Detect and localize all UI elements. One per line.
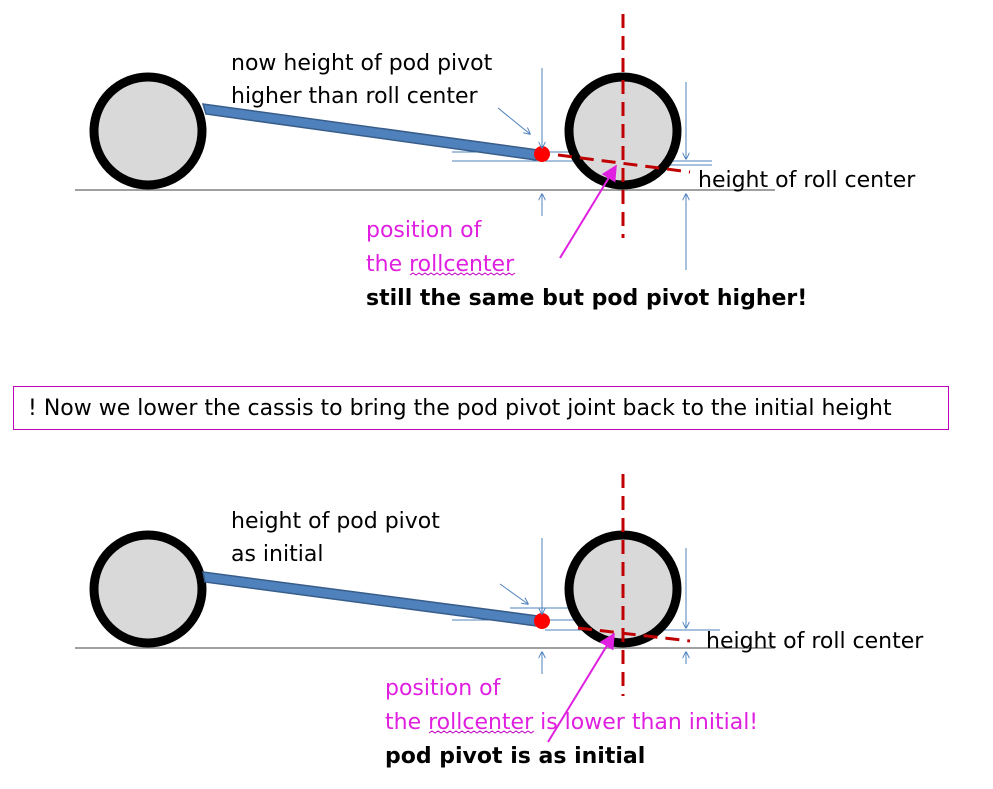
top-roll-dashed-line — [557, 153, 691, 174]
bottom-diagram: height of pod pivot as initial height of… — [75, 474, 924, 769]
top-diagram: now height of pod pivot higher than roll… — [75, 14, 916, 311]
top-position-label-line1: position of — [366, 218, 483, 243]
top-spellcheck-underline — [409, 272, 516, 276]
note-text: ! Now we lower the cassis to bring the p… — [28, 396, 892, 421]
bottom-spellcheck-underline — [428, 730, 535, 734]
bottom-pod-rod — [202, 571, 539, 627]
bottom-rollcenter-arrow — [547, 632, 615, 743]
bottom-pivot-label-line2: as initial — [231, 542, 323, 567]
top-left-wheel — [89, 72, 207, 190]
top-position-label-line2: the rollcenter — [366, 252, 515, 277]
top-pivot-label-line1: now height of pod pivot — [231, 51, 493, 76]
bottom-pivot-label-line1: height of pod pivot — [231, 509, 440, 534]
bottom-left-wheel — [89, 530, 207, 648]
bottom-position-label-line2: the rollcenter is lower than initial! — [385, 710, 758, 735]
bottom-roll-height-label: height of roll center — [706, 629, 924, 654]
bottom-bold-caption: pod pivot is as initial — [385, 744, 645, 769]
top-label-pointer-arrow — [497, 107, 530, 134]
bottom-pod-pivot-dot — [534, 613, 550, 629]
bottom-position-label-line2-part2: is lower than initial! — [533, 710, 758, 735]
top-pod-pivot-dot — [534, 146, 550, 162]
note-box: ! Now we lower the cassis to bring the p… — [13, 386, 949, 430]
top-pivot-label-line2: higher than roll center — [231, 84, 478, 109]
bottom-position-label-line2-part1: the rollcenter — [385, 710, 534, 735]
bottom-label-pointer-arrow — [499, 583, 528, 604]
top-roll-height-label: height of roll center — [698, 168, 916, 193]
bottom-roll-dashed-line — [577, 626, 691, 643]
top-pod-rod — [201, 103, 539, 161]
top-rollcenter-arrow — [559, 164, 617, 259]
top-bold-caption: still the same but pod pivot higher! — [366, 286, 807, 311]
bottom-position-label-line1: position of — [385, 676, 502, 701]
